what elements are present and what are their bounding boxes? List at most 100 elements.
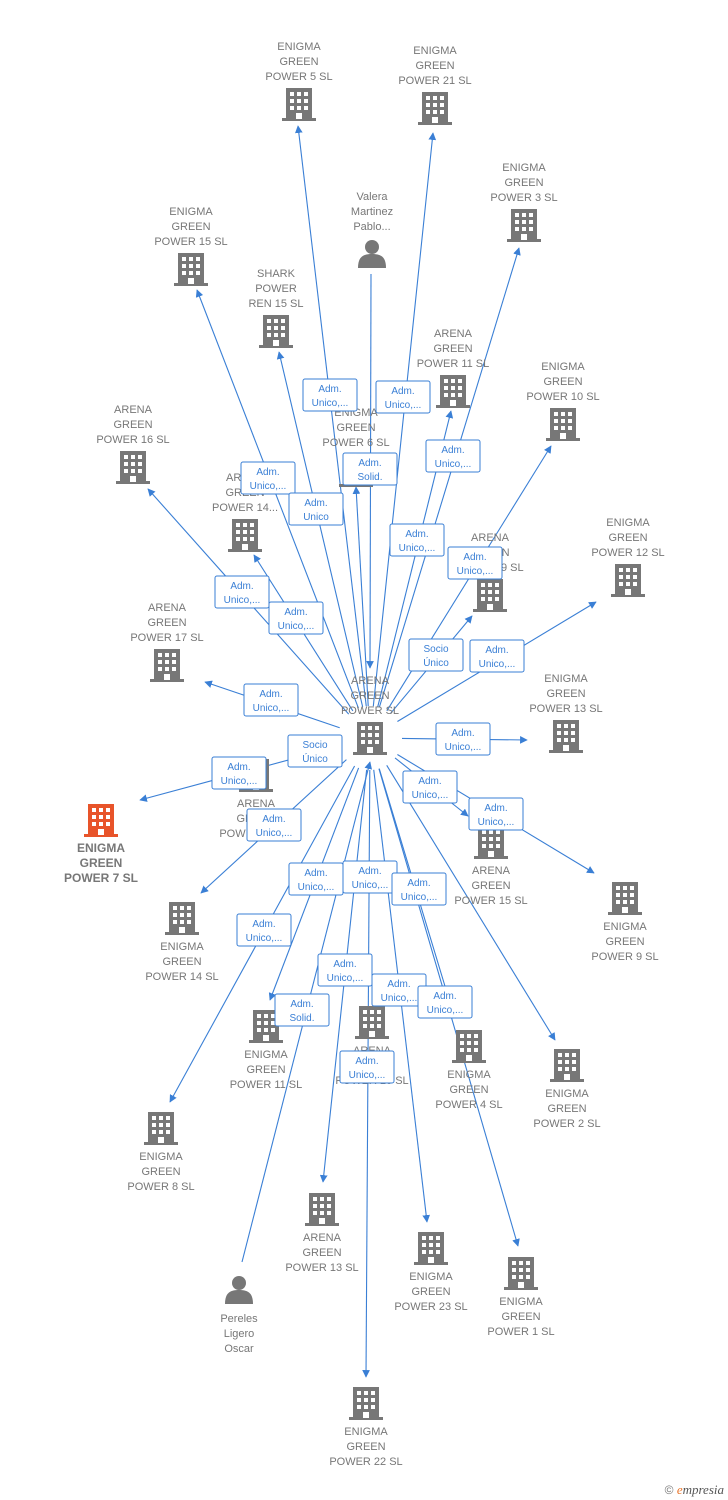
edge-label-text: Unico,...: [327, 973, 364, 984]
edge-label-shark[interactable]: Adm.Unico: [288, 492, 344, 526]
edge-label-ep13[interactable]: Adm.Unico,...: [435, 722, 491, 756]
node-label-line: POWER 12 SL: [591, 547, 664, 559]
edge-label-ag14[interactable]: Adm.Unico,...: [268, 601, 324, 635]
node-label-line: GREEN: [80, 856, 123, 870]
edge-label-pereles[interactable]: Adm.Solid.: [274, 993, 330, 1027]
node-label-line: POWER 14...: [212, 502, 278, 514]
edge-label-ep2[interactable]: Adm.Unico,...: [391, 872, 447, 906]
edge-label-ag13[interactable]: Adm.Unico,...: [317, 953, 373, 987]
node-label-line: GREEN: [171, 221, 210, 233]
edge-label-ep15[interactable]: Adm.Unico,...: [240, 461, 296, 495]
edge-label-ep9[interactable]: Adm.Unico,...: [468, 797, 524, 831]
edge-label-ep23[interactable]: Adm.Unico,...: [371, 973, 427, 1007]
edge-label-ep4[interactable]: Adm.Unico,...: [342, 860, 398, 894]
node-valera[interactable]: ValeraMartinezPablo...: [351, 191, 393, 268]
edge-label-box: [339, 1050, 395, 1084]
edge-label-text: Adm.: [262, 814, 285, 825]
building-icon: [165, 902, 199, 935]
node-label-line: POWER 11 SL: [230, 1079, 303, 1091]
node-label-line: POWER: [255, 283, 297, 295]
edge-label-text: Único: [302, 752, 328, 765]
edge-label-text: Unico,...: [457, 566, 494, 577]
node-label-line: ARENA: [303, 1232, 342, 1244]
edge-label-box: [287, 734, 343, 768]
edge-label-ep3[interactable]: Adm.Unico,...: [425, 439, 481, 473]
node-label-line: ARENA: [114, 404, 153, 416]
edge-label-ag11[interactable]: Adm.Unico,...: [389, 523, 445, 557]
footer-credit[interactable]: © empresia: [665, 1482, 724, 1498]
edge-label-box: [236, 913, 292, 947]
edge-label-ep1[interactable]: Adm.Unico,...: [417, 985, 473, 1019]
edge-label-ep12[interactable]: Adm.Unico,...: [469, 639, 525, 673]
edge-label-ep14[interactable]: Adm.Unico,...: [246, 808, 302, 842]
edge-label-eg6[interactable]: Adm.Solid.: [342, 452, 398, 486]
edge-label-ep8[interactable]: Adm.Unico,...: [236, 913, 292, 947]
building-icon: [228, 519, 262, 552]
edge-center-ep15: [195, 289, 359, 709]
building-icon: [549, 720, 583, 753]
edge-label-text: Adm.: [405, 529, 428, 540]
edge-label-ag16[interactable]: Adm.Unico,...: [214, 575, 270, 609]
node-label-line: GREEN: [415, 60, 454, 72]
edge-label-ep5[interactable]: Adm.Unico,...: [302, 378, 358, 412]
building-icon: [282, 88, 316, 121]
edge-center-ep3: [378, 247, 521, 708]
edge-center-ep2: [386, 764, 556, 1041]
edge-labels-layer: Adm.Unico,...Adm.Unico,...Adm.Unico,...A…: [211, 378, 525, 1084]
edge-label-ep11[interactable]: Adm.Unico,...: [288, 862, 344, 896]
edge-label-ag15[interactable]: Adm.Unico,...: [402, 770, 458, 804]
edge-center-ep21: [372, 132, 437, 707]
edge-label-text: Adm.: [433, 991, 456, 1002]
edge-label-ag17[interactable]: Adm.Unico,...: [243, 683, 299, 717]
edge-center-shark: [276, 351, 364, 707]
empresia-logo: empresia: [676, 1482, 724, 1497]
node-label-line: GREEN: [346, 1441, 385, 1453]
edge-label-box: [375, 380, 431, 414]
node-label-line: POWER SL: [341, 705, 399, 717]
node-label-line: ENIGMA: [499, 1296, 543, 1308]
node-label-line: GREEN: [113, 419, 152, 431]
edge-label-ep22[interactable]: Adm.Unico,...: [339, 1050, 395, 1084]
edge-label-box: [302, 378, 358, 412]
edge-label-ep7[interactable]: Adm.Unico,...: [211, 756, 267, 790]
edge-center-eg6: [352, 486, 369, 707]
node-label-line: GREEN: [543, 376, 582, 388]
edge-label-ep10[interactable]: Adm.Unico,...: [447, 546, 503, 580]
node-label-line: POWER 11 SL: [417, 358, 490, 370]
edge-label-box: [435, 722, 491, 756]
node-label-line: ENIGMA: [409, 1271, 453, 1283]
node-label-line: ENIGMA: [169, 206, 213, 218]
edge-label-ep21[interactable]: Adm.Unico,...: [375, 380, 431, 414]
node-label-line: POWER 7 SL: [64, 871, 138, 885]
node-label-line: Ligero: [224, 1328, 255, 1340]
building-icon: [144, 1112, 178, 1145]
